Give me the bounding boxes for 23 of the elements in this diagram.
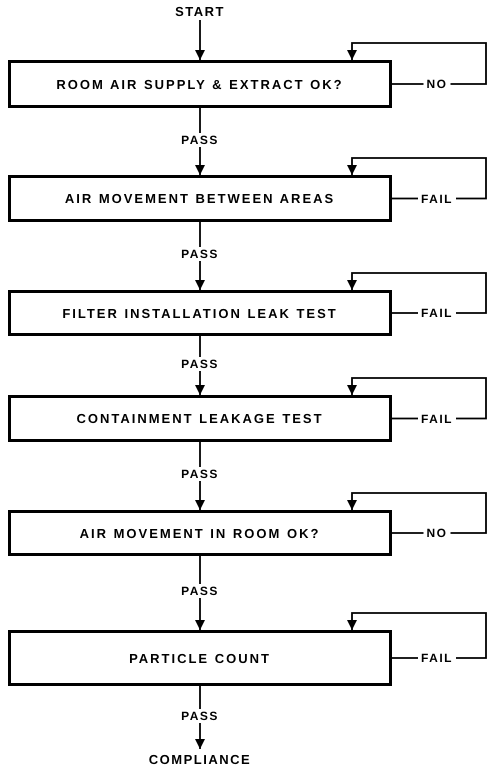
start-label: START [165,2,235,20]
arrow [347,492,487,534]
edge-label: NO [424,526,450,540]
process-box [8,630,392,686]
box-label: PARTICLE COUNT [129,650,271,666]
box-label: ROOM AIR SUPPLY & EXTRACT OK? [56,76,344,92]
edge-label: FAIL [418,651,456,665]
box-label: FILTER INSTALLATION LEAK TEST [62,306,338,320]
process-box [8,510,392,556]
arrow [195,20,205,60]
process-box [8,175,392,222]
process-box [8,395,392,442]
box-label: AIR MOVEMENT BETWEEN AREAS [64,191,336,206]
process-box [8,60,392,108]
box-label: CONTAINMENT LEAKAGE TEST [76,411,324,426]
process-box [8,290,392,336]
edge-label: NO [424,77,450,91]
end-label: COMPLIANCE [125,749,275,769]
box-label: AIR MOVEMENT IN ROOM OK? [80,526,320,540]
edge-label: FAIL [418,412,456,426]
edge-label: FAIL [418,306,456,320]
arrow [347,42,487,85]
edge-label: FAIL [418,192,456,206]
